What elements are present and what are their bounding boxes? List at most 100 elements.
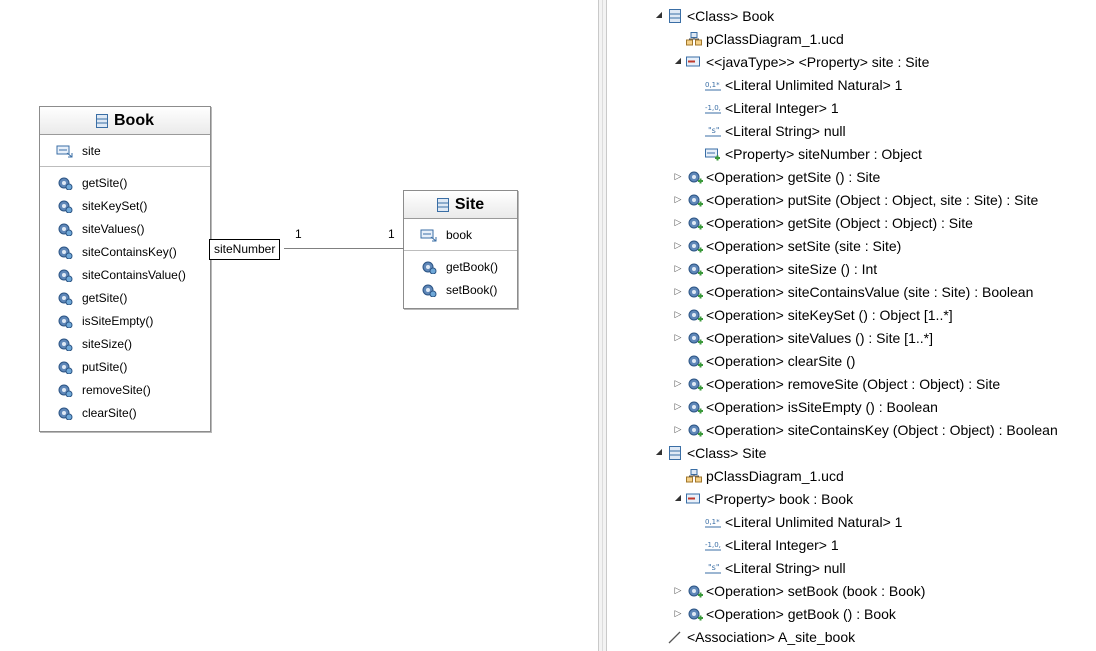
tree-item[interactable]: ◢<Property> book : Book bbox=[670, 487, 853, 510]
tree-item[interactable]: ▷<Operation> siteContainsValue (site : S… bbox=[670, 280, 1034, 303]
tree-item[interactable]: ▷<Operation> siteSize () : Int bbox=[670, 257, 878, 280]
tree-item[interactable]: ◢ <<javaType>> <Property> site : Site bbox=[670, 50, 929, 73]
operation-row[interactable]: clearSite() bbox=[40, 401, 210, 424]
tree-item[interactable]: ▷<Operation> putSite (Object : Object, s… bbox=[670, 188, 1039, 211]
tree-item-label: <Property> siteNumber : Object bbox=[725, 145, 922, 162]
operation-icon bbox=[686, 400, 703, 414]
operation-row[interactable]: isSiteEmpty() bbox=[40, 309, 210, 332]
operation-row[interactable]: setBook() bbox=[404, 278, 517, 301]
svg-text:-1,0,: -1,0, bbox=[705, 104, 721, 112]
tree-item[interactable]: ◢<Class> Site bbox=[651, 441, 766, 464]
collapsed-arrow-icon[interactable]: ▷ bbox=[674, 193, 682, 204]
expanded-arrow-icon[interactable]: ◢ bbox=[655, 9, 663, 19]
tree-item[interactable]: <Association> A_site_book bbox=[651, 625, 855, 648]
collapsed-arrow-icon[interactable]: ▷ bbox=[674, 584, 682, 595]
operation-row[interactable]: siteKeySet() bbox=[40, 194, 210, 217]
operation-row[interactable]: siteSize() bbox=[40, 332, 210, 355]
operation-label: isSiteEmpty() bbox=[82, 313, 154, 328]
association-line[interactable] bbox=[284, 248, 404, 249]
diagram-canvas[interactable]: Book site getSite() siteKeySet() siteValue… bbox=[0, 0, 598, 651]
tree-item-label: <<javaType>> <Property> site : Site bbox=[706, 53, 930, 70]
operation-row[interactable]: getSite() bbox=[40, 286, 210, 309]
tree-item[interactable]: -1,0,<Literal Integer> 1 bbox=[689, 96, 839, 119]
no-arrow bbox=[670, 470, 686, 482]
operation-label: putSite() bbox=[82, 359, 128, 374]
site-class-box[interactable]: Site book getBook()setBook() bbox=[403, 190, 518, 309]
tree-item[interactable]: <Operation> clearSite () bbox=[670, 349, 855, 372]
operation-icon bbox=[420, 283, 438, 297]
class-icon bbox=[436, 197, 449, 212]
tree-item[interactable]: ▷<Operation> removeSite (Object : Object… bbox=[670, 372, 1001, 395]
operation-icon bbox=[56, 406, 74, 420]
operation-label: siteKeySet() bbox=[82, 198, 148, 213]
operation-icon bbox=[686, 584, 703, 598]
collapsed-arrow-icon[interactable]: ▷ bbox=[674, 285, 682, 296]
book-class-header[interactable]: Book bbox=[40, 107, 210, 135]
operation-icon bbox=[56, 222, 74, 236]
tree-item[interactable]: pClassDiagram_1.ucd bbox=[670, 464, 844, 487]
collapsed-arrow-icon[interactable]: ▷ bbox=[674, 170, 682, 181]
operation-icon bbox=[686, 170, 703, 184]
expanded-arrow-icon[interactable]: ◢ bbox=[655, 446, 663, 456]
attribute-row[interactable]: book bbox=[404, 223, 517, 246]
collapsed-arrow-icon[interactable]: ▷ bbox=[674, 607, 682, 618]
operation-row[interactable]: siteContainsKey() bbox=[40, 240, 210, 263]
tree-item[interactable]: ▷<Operation> setBook (book : Book) bbox=[670, 579, 926, 602]
tree-item[interactable]: ▷<Operation> getSite (Object : Object) :… bbox=[670, 211, 973, 234]
tree-item[interactable]: ▷ <Operation> siteValues () : Site [1..*] bbox=[670, 326, 933, 349]
association-role-label[interactable]: siteNumber bbox=[209, 239, 281, 260]
collapsed-arrow-icon[interactable]: ▷ bbox=[674, 377, 682, 388]
tree-item[interactable]: ▷ <Operation> siteContainsKey (Object : O… bbox=[670, 418, 1058, 441]
tree-item[interactable]: "s"<Literal String> null bbox=[689, 119, 846, 142]
collapsed-arrow-icon[interactable]: ▷ bbox=[674, 331, 682, 342]
tree-item[interactable]: pClassDiagram_1.ucd bbox=[670, 27, 844, 50]
expanded-arrow-icon[interactable]: ◢ bbox=[674, 492, 682, 502]
attribute-row[interactable]: site bbox=[40, 139, 210, 162]
no-arrow bbox=[689, 539, 705, 551]
operation-row[interactable]: removeSite() bbox=[40, 378, 210, 401]
tree-item-label: <Operation> siteContainsKey (Object : Ob… bbox=[706, 421, 1058, 438]
collapsed-arrow-icon[interactable]: ▷ bbox=[674, 239, 682, 250]
operation-label: siteContainsValue() bbox=[82, 267, 186, 282]
expanded-arrow-icon[interactable]: ◢ bbox=[674, 55, 682, 65]
book-class-box[interactable]: Book site getSite() siteKeySet() siteValue… bbox=[39, 106, 211, 432]
collapsed-arrow-icon[interactable]: ▷ bbox=[674, 308, 682, 319]
collapsed-arrow-icon[interactable]: ▷ bbox=[674, 400, 682, 411]
pane-splitter[interactable] bbox=[598, 0, 607, 651]
literal-unlimited-icon: 0,1* bbox=[705, 78, 721, 92]
tree-item-label: <Operation> siteValues () : Site [1..*] bbox=[706, 329, 933, 346]
tree-item[interactable]: 0,1*<Literal Unlimited Natural> 1 bbox=[689, 510, 902, 533]
class-icon bbox=[96, 113, 108, 128]
svg-text:0,1*: 0,1* bbox=[705, 81, 720, 89]
operation-row[interactable]: siteContainsValue() bbox=[40, 263, 210, 286]
tree-item[interactable]: ▷<Operation> getSite () : Site bbox=[670, 165, 881, 188]
tree-item[interactable]: ▷<Operation> isSiteEmpty () : Boolean bbox=[670, 395, 938, 418]
operation-icon bbox=[686, 423, 703, 437]
attribute-icon bbox=[420, 228, 438, 242]
tree-item[interactable]: -1,0,<Literal Integer> 1 bbox=[689, 533, 839, 556]
operation-icon bbox=[686, 331, 703, 345]
site-operations-compartment: getBook()setBook() bbox=[404, 251, 517, 305]
literal-string-icon: "s" bbox=[705, 124, 721, 138]
tree-item[interactable]: "s"<Literal String> null bbox=[689, 556, 846, 579]
operation-row[interactable]: getSite() bbox=[40, 171, 210, 194]
collapsed-arrow-icon[interactable]: ▷ bbox=[674, 216, 682, 227]
book-class-title: Book bbox=[114, 111, 154, 129]
tree-item[interactable]: 0,1* <Literal Unlimited Natural> 1 bbox=[689, 73, 902, 96]
tree-item-label: <Association> A_site_book bbox=[687, 628, 856, 645]
collapsed-arrow-icon[interactable]: ▷ bbox=[674, 423, 682, 434]
operation-row[interactable]: siteValues() bbox=[40, 217, 210, 240]
tree-item[interactable]: ▷<Operation> setSite (site : Site) bbox=[670, 234, 902, 257]
tree-item[interactable]: ◢<Class> Book bbox=[651, 4, 774, 27]
operation-row[interactable]: getBook() bbox=[404, 255, 517, 278]
collapsed-arrow-icon[interactable]: ▷ bbox=[674, 262, 682, 273]
operation-label: getSite() bbox=[82, 290, 128, 305]
tree-item-label: <Literal Unlimited Natural> 1 bbox=[725, 76, 903, 93]
tree-item[interactable]: <Property> siteNumber : Object bbox=[689, 142, 922, 165]
operation-row[interactable]: putSite() bbox=[40, 355, 210, 378]
site-class-header[interactable]: Site bbox=[404, 191, 517, 219]
operation-icon bbox=[56, 176, 74, 190]
tree-item[interactable]: ▷<Operation> getBook () : Book bbox=[670, 602, 896, 625]
tree-item[interactable]: ▷<Operation> siteKeySet () : Object [1..… bbox=[670, 303, 953, 326]
